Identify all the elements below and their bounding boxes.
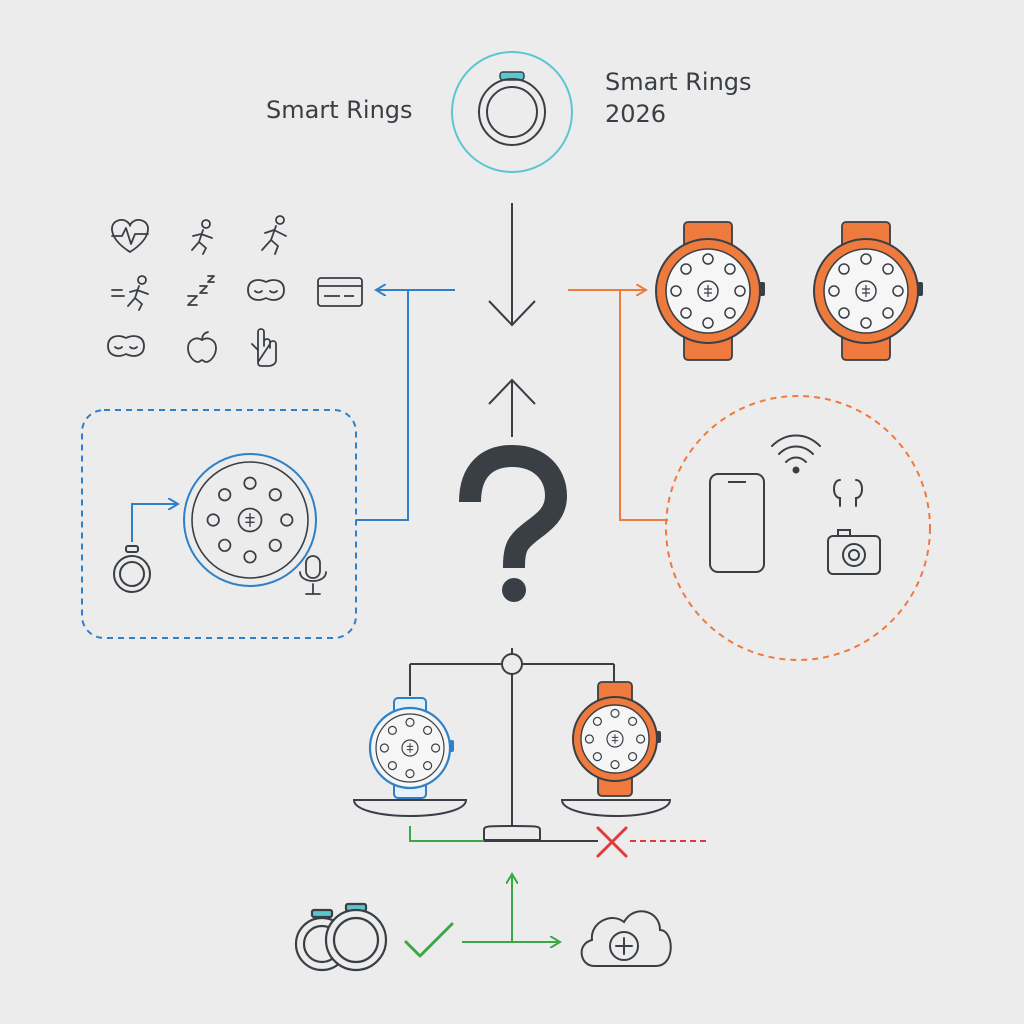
green-baseline bbox=[409, 826, 484, 842]
ring-app-dashed-box bbox=[81, 409, 357, 639]
title-right-line2: 2026 bbox=[605, 100, 667, 128]
running-icon bbox=[191, 219, 213, 255]
question-mark-icon bbox=[459, 444, 568, 602]
apple-icon bbox=[187, 331, 217, 363]
orange-watch-1 bbox=[655, 221, 765, 361]
health-icons bbox=[107, 215, 287, 367]
title-left: Smart Rings bbox=[266, 96, 413, 124]
ring-app-dial-icon bbox=[183, 453, 317, 587]
heart-rate-icon bbox=[111, 218, 149, 253]
balance-scale bbox=[352, 648, 672, 842]
ring-to-app-arrow bbox=[131, 504, 178, 542]
small-ring-icon bbox=[113, 545, 151, 593]
camera-icon bbox=[827, 529, 881, 575]
microphone-icon bbox=[299, 555, 327, 595]
smartphone-icon bbox=[709, 473, 765, 573]
ring-pair-icon bbox=[294, 902, 388, 972]
center-ring-icon bbox=[451, 51, 573, 173]
sleep-zzz-icon bbox=[187, 275, 215, 306]
down-arrow-head bbox=[488, 300, 536, 327]
sprinting-icon bbox=[261, 215, 287, 255]
cloud-plus-icon bbox=[580, 910, 672, 967]
devices-dashed-circle bbox=[665, 395, 931, 661]
cross-icon bbox=[596, 826, 628, 858]
blue-watch-icon bbox=[368, 697, 454, 799]
title-right: Smart Rings 2026 bbox=[605, 66, 752, 130]
sleep-mask-icon bbox=[247, 279, 285, 301]
orange-watch-2 bbox=[813, 221, 923, 361]
credit-card-icon bbox=[317, 277, 363, 307]
wifi-icon bbox=[771, 434, 821, 474]
speed-running-icon bbox=[111, 275, 149, 311]
title-right-line1: Smart Rings bbox=[605, 68, 752, 96]
earbuds-icon bbox=[833, 479, 863, 507]
orange-watch-scale-icon bbox=[572, 681, 661, 797]
blue-connector bbox=[356, 289, 455, 521]
check-icon bbox=[404, 922, 454, 958]
up-arrow-head bbox=[488, 378, 536, 405]
orange-connector bbox=[568, 289, 668, 521]
tap-hand-icon bbox=[251, 328, 277, 367]
eye-mask-icon bbox=[107, 335, 145, 357]
